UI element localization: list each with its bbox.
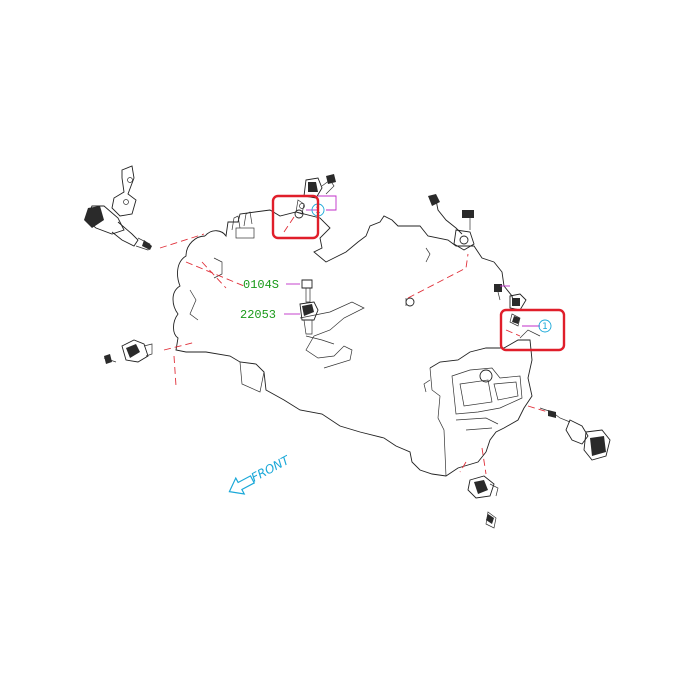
- knock-sensor-upper: [428, 194, 475, 251]
- crank-angle-sensor-right: [539, 407, 611, 461]
- engine-block-outline: [172, 209, 541, 477]
- front-label: FRONT: [249, 452, 293, 484]
- bolt-22053: [284, 301, 319, 335]
- callout-right: 1: [500, 285, 552, 333]
- cam-sensor-top-center: [294, 174, 336, 219]
- highlight-box-top: [271, 194, 320, 240]
- callout-right-number: 1: [542, 322, 548, 332]
- cam-angle-sensor-lower-left: [103, 339, 153, 364]
- callout-top: 1: [306, 195, 337, 217]
- circled-number-icon: [538, 319, 552, 333]
- cam-sensor-right: [494, 284, 527, 327]
- highlight-box-right: [499, 308, 566, 352]
- dashed-reference-lines: [159, 213, 549, 475]
- front-arrow-icon: [228, 475, 256, 495]
- sensor-lower-right: [467, 475, 499, 529]
- part-number-0104s: 0104S: [243, 278, 279, 292]
- front-indicator: FRONT: [228, 452, 293, 495]
- bolt-0104s: [286, 279, 313, 303]
- part-number-22053: 22053: [240, 308, 276, 322]
- crank-angle-sensor-left: [84, 165, 152, 251]
